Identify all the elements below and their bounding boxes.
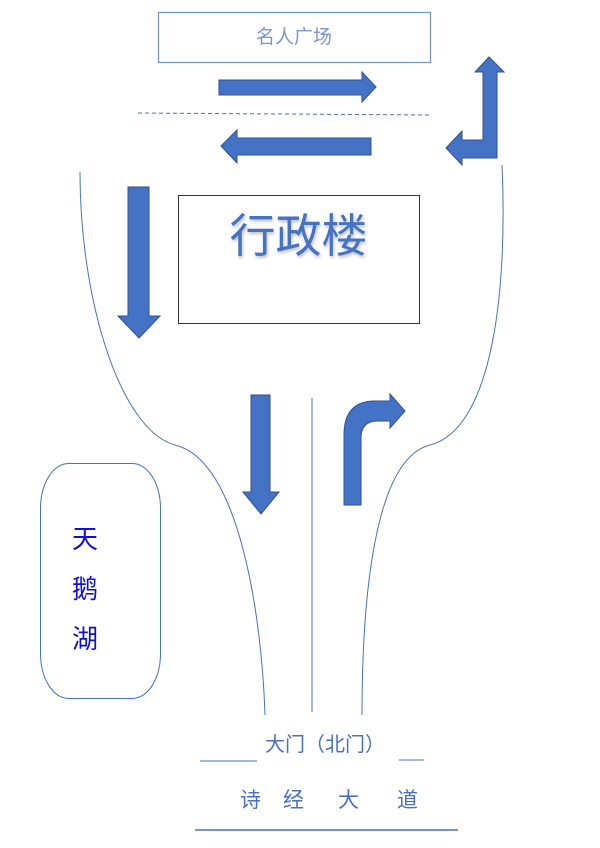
plaza-box: [157, 11, 432, 64]
plaza-label: 名人广场: [255, 26, 332, 48]
road-char: 道: [397, 788, 418, 812]
arrow-right-icon: [218, 70, 377, 104]
road-char: 经: [283, 788, 304, 812]
road-char: 诗: [240, 788, 261, 812]
lake-char: 天: [71, 525, 98, 555]
lake-outline: [40, 463, 161, 699]
road-right-boundary: [361, 164, 504, 716]
arrow-left-icon: [220, 128, 372, 165]
arrow-turn-right-icon: [343, 392, 406, 506]
admin-building-box: [178, 195, 420, 324]
gate-label: 大门（北门）: [265, 732, 385, 756]
arrow-down-middle-icon: [241, 394, 281, 515]
dashed-divider: [137, 112, 431, 116]
arrow-down-left-icon: [116, 186, 162, 339]
road-label: 诗经 大 道: [240, 784, 418, 814]
arrow-corner-up-icon: [445, 56, 506, 167]
lake-char: 湖: [71, 625, 98, 655]
road-left-boundary: [79, 171, 266, 716]
lake-label: 天 鹅 湖: [40, 515, 130, 665]
admin-building-label: 行政楼: [229, 209, 368, 263]
road-char: 大: [338, 788, 359, 812]
lake-char: 鹅: [71, 575, 98, 605]
